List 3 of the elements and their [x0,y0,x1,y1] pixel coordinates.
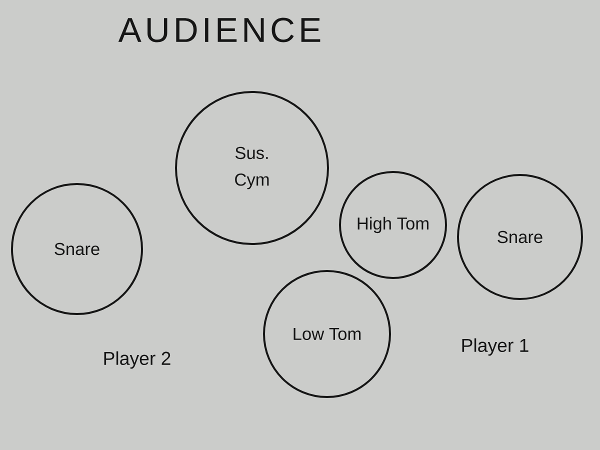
title: AUDIENCE [118,18,320,42]
player-label: Player 1 [462,338,528,356]
player-label: Player 2 [104,351,170,369]
